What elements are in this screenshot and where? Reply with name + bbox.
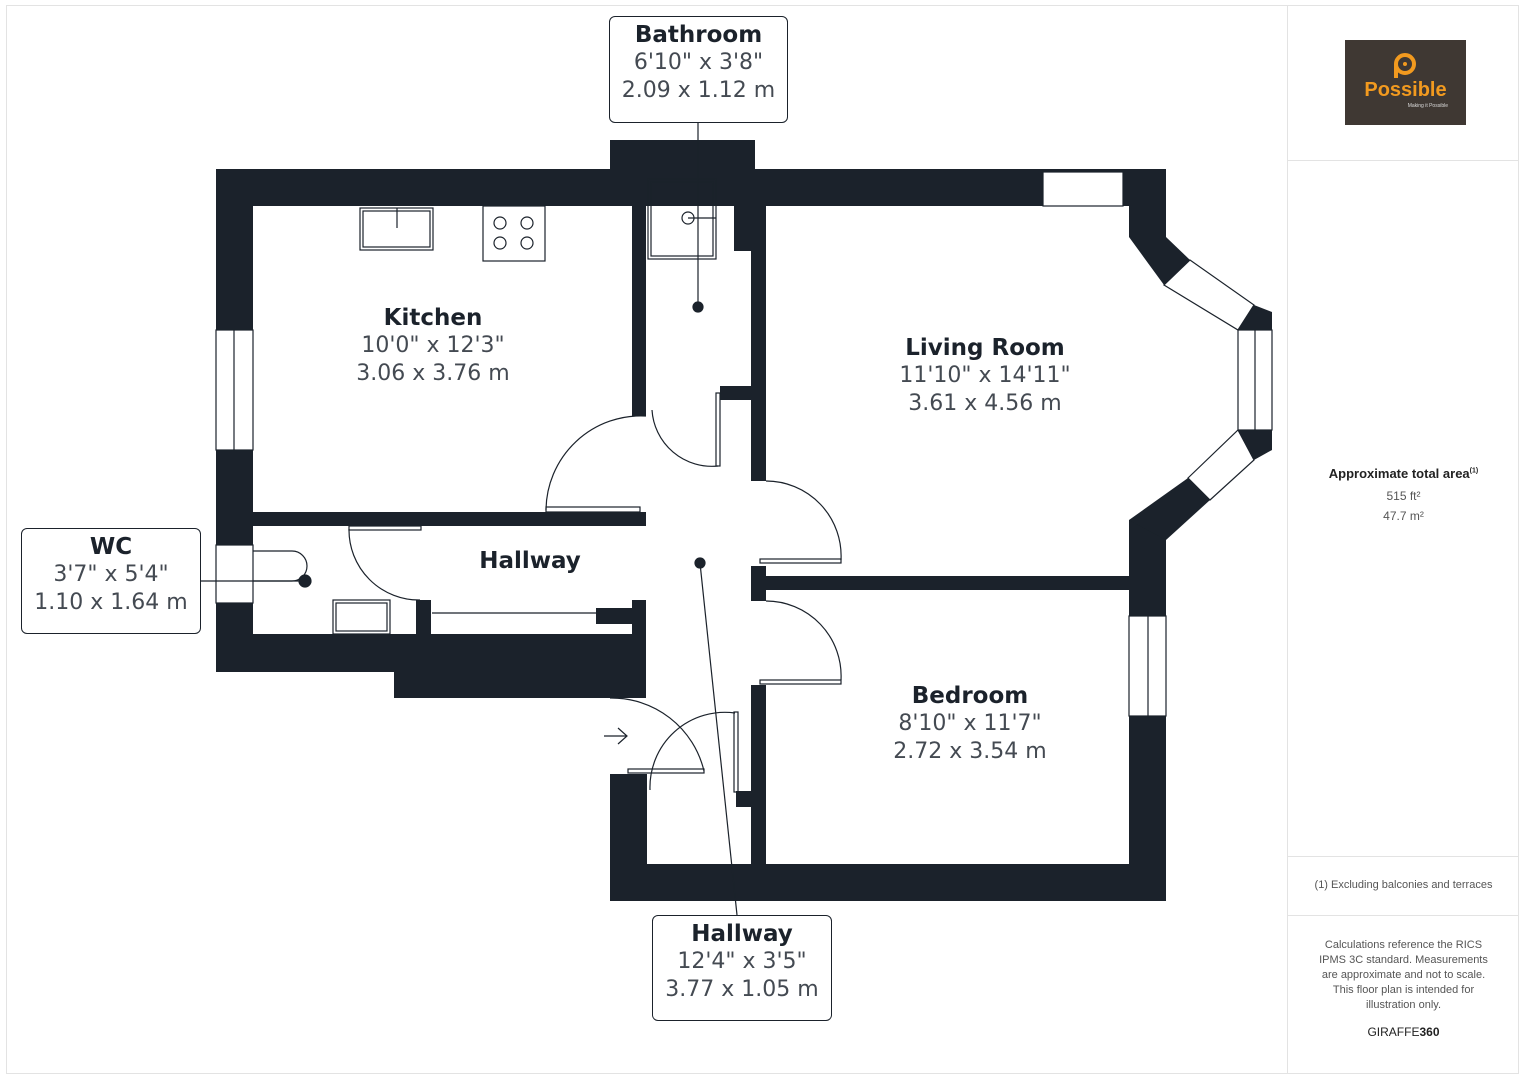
brand-tagline: Making it Possible [1407,103,1448,109]
footnote-marker: (1) [1469,467,1479,475]
windows [215,171,1273,717]
credit-prefix: GIRAFFE [1367,1025,1420,1039]
room-imperial: 6'10" x 3'8" [633,50,764,75]
room-metric: 1.10 x 1.64 m [34,590,188,615]
walls [216,140,1272,901]
area-title: Approximate total area(1) [1288,466,1519,481]
room-name: Bedroom [911,683,1029,709]
room-metric: 3.06 x 3.76 m [356,361,510,386]
room-imperial: 8'10" x 11'7" [898,711,1042,736]
room-imperial: 3'7" x 5'4" [53,562,169,587]
room-hallway-inner: Hallway [460,547,600,575]
room-metric: 3.61 x 4.56 m [908,391,1062,416]
footnote-text: (1) Excluding balconies and terraces [1314,879,1493,891]
credit-suffix: 360 [1419,1025,1440,1039]
room-name: WC [89,534,133,560]
fixtures [253,178,842,793]
logo-section: Possible Making it Possible [1288,5,1519,161]
room-metric: 2.09 x 1.12 m [621,78,776,103]
footnote-section: (1) Excluding balconies and terraces [1288,857,1519,916]
area-section: Approximate total area(1) 515 ft² 47.7 m… [1288,161,1519,857]
pin-icon [1394,53,1416,78]
disclaimer-text: Calculations reference the RICS IPMS 3C … [1319,939,1488,1011]
room-name: Hallway [691,921,793,947]
page-frame [6,5,1519,1074]
room-kitchen: Kitchen 10'0" x 12'3" 3.06 x 3.76 m [333,304,533,388]
room-metric: 3.77 x 1.05 m [665,977,819,1002]
room-metric: 2.72 x 3.54 m [893,739,1047,764]
area-imperial: 515 ft² [1386,489,1421,503]
brand-logo: Possible Making it Possible [1345,40,1466,125]
callout-wc: WC 3'7" x 5'4" 1.10 x 1.64 m [21,528,201,634]
info-panel: Possible Making it Possible Approximate … [1287,5,1519,1074]
room-imperial: 10'0" x 12'3" [361,333,505,358]
room-name: Living Room [905,335,1065,361]
room-imperial: 11'10" x 14'11" [899,363,1071,388]
room-name: Hallway [479,548,581,574]
room-imperial: 12'4" x 3'5" [677,949,807,974]
area-title-text: Approximate total area [1328,466,1470,481]
callout-bathroom: Bathroom 6'10" x 3'8" 2.09 x 1.12 m [609,16,788,123]
room-living: Living Room 11'10" x 14'11" 3.61 x 4.56 … [865,334,1105,418]
area-metric: 47.7 m² [1383,509,1424,523]
disclaimer-section: Calculations reference the RICS IPMS 3C … [1288,916,1519,1074]
callout-hallway: Hallway 12'4" x 3'5" 3.77 x 1.05 m [652,915,832,1021]
room-bedroom: Bedroom 8'10" x 11'7" 2.72 x 3.54 m [860,682,1080,766]
brand-name: Possible [1364,79,1447,101]
giraffe360-credit: GIRAFFE360 [1288,1025,1519,1039]
leader-lines [200,122,738,916]
room-name: Bathroom [634,22,763,48]
floor-plan [200,122,1273,916]
room-name: Kitchen [383,305,483,331]
